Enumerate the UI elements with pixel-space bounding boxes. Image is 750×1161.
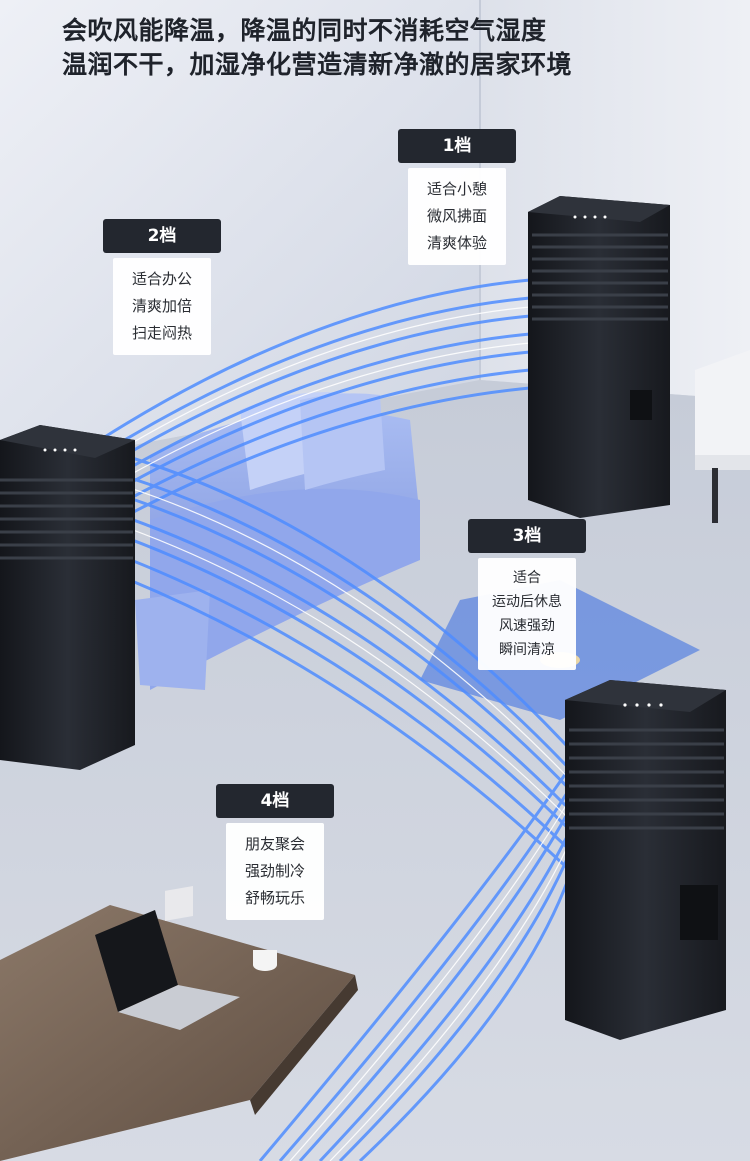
mode-card-3: 3档 适合 运动后休息 风速强劲 瞬间清凉	[468, 519, 586, 670]
mode-card-4: 4档 朋友聚会 强劲制冷 舒畅玩乐	[216, 784, 334, 920]
mode-card-2: 2档 适合办公 清爽加倍 扫走闷热	[103, 219, 221, 355]
air-cooler-device-1	[528, 196, 670, 518]
mode-desc-line: 风速强劲	[499, 618, 555, 634]
mode-desc-line: 清爽体验	[426, 234, 487, 252]
mode-desc-4: 朋友聚会 强劲制冷 舒畅玩乐	[226, 823, 324, 920]
air-cooler-device-2	[0, 425, 135, 770]
mode-desc-line: 运动后休息	[492, 594, 562, 610]
side-cabinet	[695, 350, 750, 523]
mode-desc-line: 强劲制冷	[244, 862, 305, 880]
air-cooler-device-3	[565, 680, 726, 1040]
headline: 会吹风能降温，降温的同时不消耗空气湿度 温润不干，加湿净化营造清新净澈的居家环境	[62, 14, 572, 82]
mode-desc-1: 适合小憩 微风拂面 清爽体验	[408, 168, 506, 265]
mode-desc-line: 瞬间清凉	[499, 642, 555, 658]
mode-tag-1: 1档	[398, 129, 516, 163]
headline-line-1: 会吹风能降温，降温的同时不消耗空气湿度	[62, 16, 547, 45]
mode-desc-2: 适合办公 清爽加倍 扫走闷热	[113, 258, 211, 355]
mode-desc-line: 朋友聚会	[244, 835, 305, 853]
airflow-waves	[99, 278, 582, 1161]
mode-tag-3: 3档	[468, 519, 586, 553]
mode-desc-line: 适合小憩	[426, 180, 487, 198]
mode-tag-2: 2档	[103, 219, 221, 253]
mode-desc-line: 扫走闷热	[131, 324, 192, 342]
mode-desc-line: 适合办公	[131, 270, 192, 288]
mode-desc-line: 舒畅玩乐	[244, 889, 305, 907]
mode-desc-line: 适合	[513, 570, 541, 586]
mode-desc-line: 微风拂面	[426, 207, 487, 225]
mode-card-1: 1档 适合小憩 微风拂面 清爽体验	[398, 129, 516, 265]
desk-with-laptop	[0, 885, 358, 1161]
mode-tag-4: 4档	[216, 784, 334, 818]
mode-desc-3: 适合 运动后休息 风速强劲 瞬间清凉	[478, 558, 576, 670]
headline-line-2: 温润不干，加湿净化营造清新净澈的居家环境	[62, 50, 573, 79]
mode-desc-line: 清爽加倍	[131, 297, 192, 315]
